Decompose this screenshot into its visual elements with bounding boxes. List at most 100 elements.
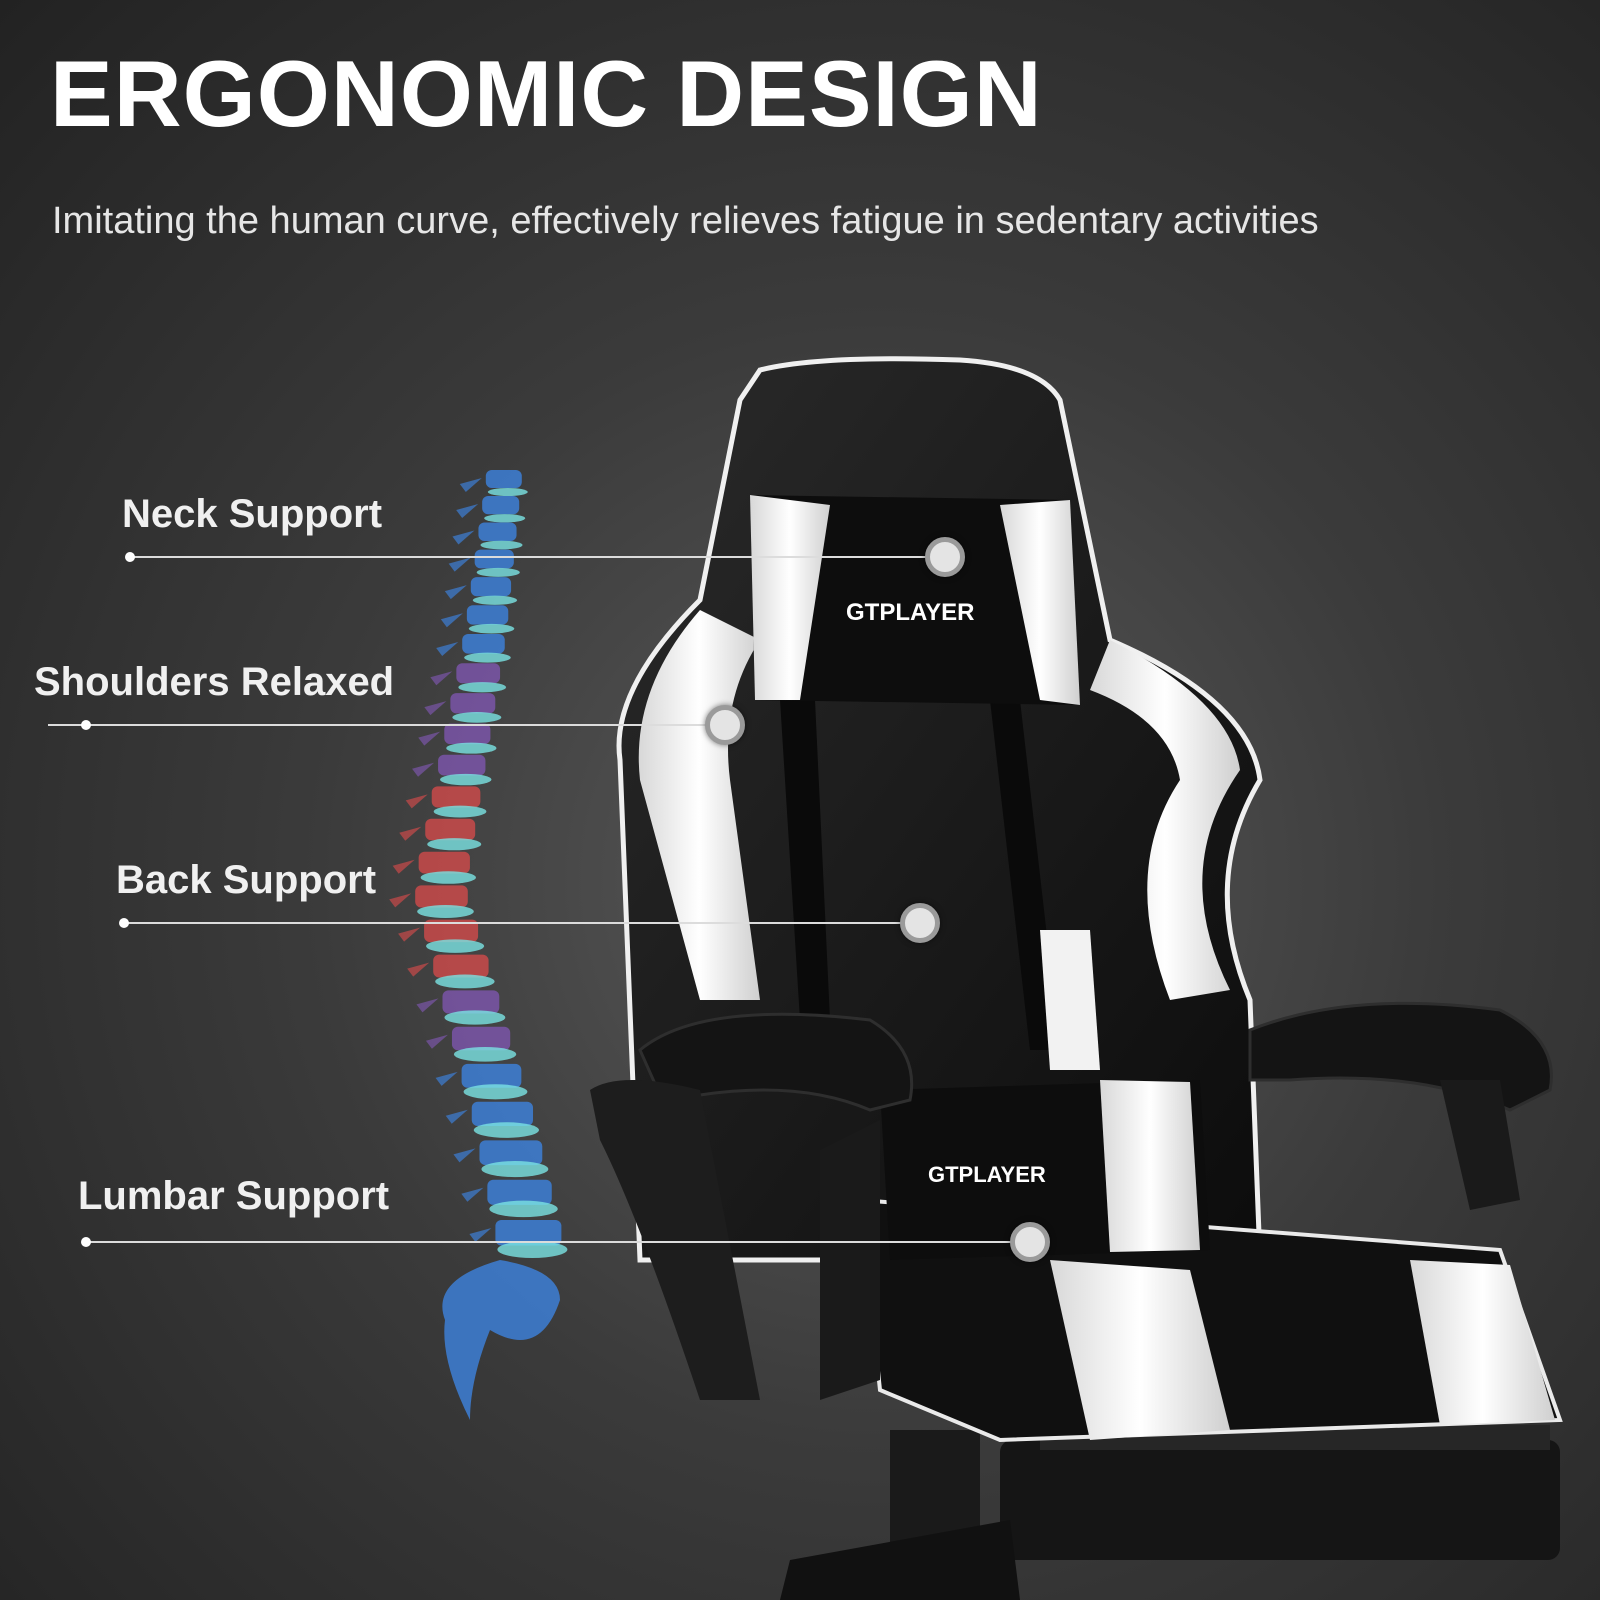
spinal-disc: [426, 939, 485, 953]
vertebra: [438, 754, 486, 776]
page-subtitle: Imitating the human curve, effectively r…: [52, 200, 1319, 242]
vertebra: [470, 577, 512, 597]
vertebra-process: [412, 762, 435, 777]
spinal-disc: [497, 1240, 568, 1258]
spinal-disc: [463, 1084, 528, 1100]
vertebra-process: [398, 927, 421, 942]
headrest-pillow: [750, 495, 1080, 705]
vertebra-process: [444, 585, 467, 600]
vertebra: [456, 663, 501, 684]
vertebra: [418, 851, 470, 874]
vertebra-process: [435, 1071, 458, 1086]
callout-label-shoulders-relaxed: Shoulders Relaxed: [34, 660, 395, 704]
spinal-disc: [420, 871, 476, 884]
vertebra-process: [424, 701, 447, 716]
spinal-disc: [444, 1010, 506, 1025]
vertebra-process: [459, 478, 482, 492]
spinal-disc: [452, 712, 502, 723]
callout-label-back-support: Back Support: [116, 858, 377, 902]
callout-line-back: [124, 922, 920, 924]
vertebra: [451, 1026, 511, 1051]
vertebra: [495, 1219, 562, 1246]
vertebra-process: [436, 642, 459, 657]
vertebra: [442, 990, 500, 1014]
page-title: ERGONOMIC DESIGN: [50, 41, 1043, 146]
vertebra-process: [416, 998, 439, 1013]
spinal-disc: [464, 652, 511, 663]
spinal-disc: [484, 514, 526, 523]
back-hotspot-dot: [900, 903, 940, 943]
callout-label-lumbar-support: Lumbar Support: [78, 1174, 390, 1218]
callout-start-dot: [119, 918, 129, 928]
vertebra: [482, 496, 520, 515]
callout-line-lumbar: [86, 1241, 1030, 1243]
callout-start-dot: [125, 552, 135, 562]
vertebra-process: [407, 962, 430, 977]
vertebra-process: [445, 1109, 468, 1124]
vertebra: [466, 605, 509, 625]
vertebra-process: [425, 1034, 448, 1049]
callout-label-neck-support: Neck Support: [122, 492, 383, 536]
vertebra: [487, 1179, 552, 1205]
spinal-disc: [476, 567, 520, 577]
vertebra-process: [456, 504, 479, 518]
left-armrest: [590, 1012, 914, 1400]
lumbar-logo: GTPLAYER: [928, 1162, 1046, 1187]
vertebra: [425, 818, 476, 841]
vertebra-process: [430, 671, 453, 686]
callout-start-dot: [81, 720, 91, 730]
vertebra: [479, 1140, 543, 1166]
vertebra: [462, 634, 505, 654]
vertebra-process: [469, 1227, 492, 1242]
vertebra: [433, 954, 489, 978]
vertebra: [461, 1063, 522, 1088]
headrest-logo: GTPLAYER: [846, 599, 974, 626]
vertebra-process: [461, 1187, 484, 1202]
vertebra-process: [448, 557, 471, 572]
sacrum: [442, 1260, 560, 1420]
spinal-disc: [446, 742, 497, 754]
lumbar-pillow: [880, 1080, 1210, 1260]
vertebra: [474, 549, 514, 569]
spinal-disc: [480, 540, 523, 550]
vertebra-process: [452, 530, 475, 545]
vertebra: [485, 470, 522, 488]
spinal-disc: [468, 623, 515, 634]
chair-base: [780, 1430, 1020, 1600]
vertebra: [424, 919, 479, 943]
callout-line-neck: [130, 556, 945, 558]
lumbar-hotspot-dot: [1010, 1222, 1050, 1262]
callout-start-dot: [81, 1237, 91, 1247]
vertebra-process: [392, 859, 415, 874]
spinal-disc: [458, 682, 507, 693]
vertebra: [431, 786, 481, 808]
vertebra: [450, 693, 496, 714]
spinal-disc: [417, 904, 474, 918]
spinal-disc: [487, 488, 528, 496]
vertebra: [471, 1101, 534, 1127]
spinal-disc: [440, 773, 492, 786]
spinal-disc: [427, 838, 482, 851]
spinal-disc: [433, 805, 487, 818]
vertebra-process: [405, 794, 428, 809]
neck-hotspot-dot: [925, 537, 965, 577]
callout-line-shoulders: [48, 724, 725, 726]
vertebra-process: [418, 731, 441, 746]
spinal-disc: [435, 974, 495, 989]
vertebra-process: [453, 1148, 476, 1163]
spinal-disc: [453, 1046, 517, 1062]
vertebra-process: [399, 826, 422, 841]
spinal-disc: [473, 1122, 540, 1138]
right-armrest: [1248, 1001, 1553, 1210]
vertebra: [444, 723, 491, 745]
vertebra-process: [389, 893, 412, 908]
vertebra: [478, 522, 517, 542]
spinal-disc: [472, 595, 518, 605]
spinal-disc: [481, 1161, 549, 1178]
shoulders-hotspot-dot: [705, 705, 745, 745]
vertebra: [415, 885, 468, 908]
vertebra-process: [440, 613, 463, 628]
spinal-disc: [489, 1200, 558, 1218]
